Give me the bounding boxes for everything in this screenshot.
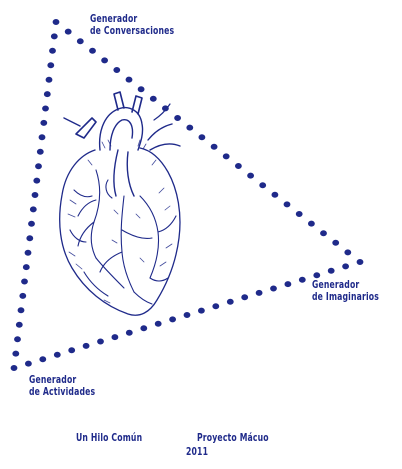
frame-dot [284,201,291,207]
frame-dot [272,192,279,198]
frame-dot [199,134,206,140]
frame-dot [16,322,23,328]
frame-dot [35,163,42,169]
frame-dot [12,351,19,357]
frame-dot [40,120,47,126]
frame-dot [33,178,40,184]
label-right-line-2: de Imaginarios [312,291,379,303]
label-generador-actividades: Generador de Actividades [29,374,95,398]
frame-dot [83,343,90,349]
frame-dot [270,286,277,292]
anatomical-heart-icon [60,92,180,315]
frame-dot [235,163,242,169]
frame-dot [227,299,234,305]
frame-dot [26,235,33,241]
frame-dot [285,281,292,287]
frame-dot [53,19,60,25]
footer-project-right: Proyecto Mácuo [197,432,269,444]
frame-dot [30,206,37,212]
frame-dot [97,339,104,345]
frame-dot [212,303,219,309]
frame-dot [89,48,96,54]
frame-dot [47,62,54,68]
frame-dot [308,221,315,227]
frame-dot [299,277,306,283]
frame-dot [247,173,254,179]
frame-dot [241,294,248,300]
frame-dot [11,365,18,371]
frame-dot [49,48,56,54]
frame-dot [140,325,147,331]
label-generador-conversaciones: Generador de Conversaciones [90,13,174,37]
frame-dot [28,221,35,227]
frame-dot [126,330,133,336]
frame-dot [138,86,145,92]
frame-dot [169,316,176,322]
frame-dot [18,307,25,313]
frame-dot [51,33,58,39]
frame-dot [37,149,44,155]
frame-dot [44,91,51,97]
frame-dot [126,77,133,83]
label-generador-imaginarios: Generador de Imaginarios [312,279,379,303]
frame-dot [101,57,108,63]
frame-dot [223,153,230,159]
frame-dot [68,347,75,353]
frame-dot [184,312,191,318]
frame-dot [21,279,28,285]
frame-dot [46,77,53,83]
frame-dot [332,240,339,246]
label-bottom-line-2: de Actividades [29,386,95,398]
frame-dot [112,334,119,340]
frame-dot [344,249,351,255]
frame-dot [259,182,266,188]
frame-dot [39,356,46,362]
dotted-triangle-frame [11,19,364,371]
frame-dot [19,293,26,299]
frame-dot [357,259,364,265]
frame-dot [23,264,30,270]
frame-dot [42,106,49,112]
label-top-line-2: de Conversaciones [90,25,174,37]
frame-dot [77,38,84,44]
frame-dot [320,230,327,236]
footer-project-left: Un Hilo Común [76,432,142,444]
frame-dot [211,144,218,150]
frame-dot [155,321,162,327]
frame-dot [25,250,32,256]
frame-dot [328,268,335,274]
frame-dot [198,308,205,314]
frame-dot [25,361,32,367]
frame-dot [296,211,303,217]
frame-dot [150,96,157,102]
footer-year: 2011 [186,446,208,458]
frame-dot [256,290,263,296]
frame-dot [342,263,349,269]
frame-dot [174,115,181,121]
frame-dot [113,67,120,73]
frame-dot [186,125,193,131]
frame-dot [39,134,46,140]
frame-dot [65,29,72,35]
frame-dot [54,352,61,358]
frame-dot [32,192,39,198]
frame-dot [14,336,21,342]
